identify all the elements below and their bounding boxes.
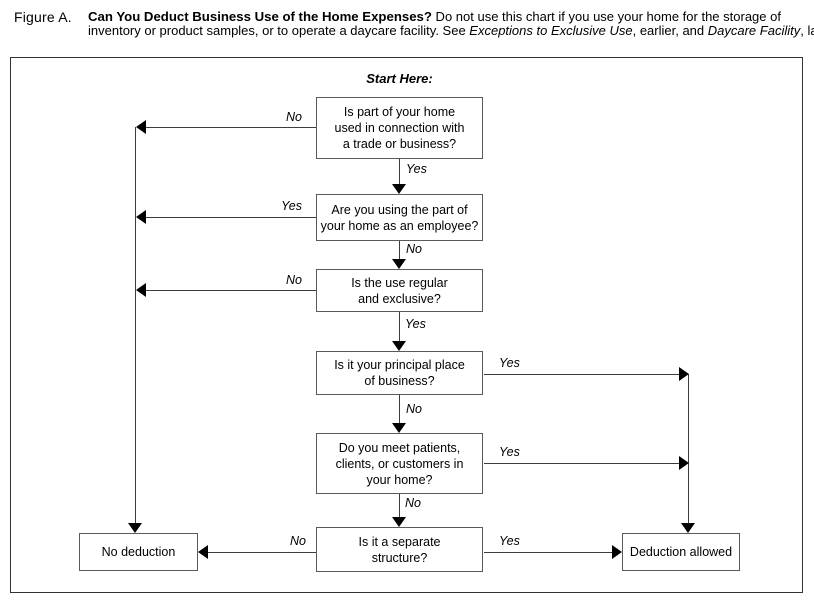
node-meet-patients-clients: Do you meet patients, clients, or custom…	[316, 433, 483, 494]
node-deduction-allowed: Deduction allowed	[622, 533, 740, 571]
node-home-used-for-business: Is part of your home used in connection …	[316, 97, 483, 159]
node-principal-place-of-business: Is it your principal place of business?	[316, 351, 483, 395]
connector-q2-q3	[399, 241, 400, 261]
node-no-deduction: No deduction	[79, 533, 198, 571]
arrowhead-q3-no-to-rail	[136, 283, 146, 297]
caption-line-2: inventory or product samples, or to oper…	[88, 22, 814, 38]
arrowhead-q2-yes-to-rail	[136, 210, 146, 224]
arrowhead-q4-yes-to-rail	[679, 367, 689, 381]
arrowhead-into-q3	[392, 259, 406, 269]
edge-label-q1-no: No	[286, 110, 302, 124]
figure-header: Figure A. Can You Deduct Business Use of…	[14, 9, 814, 37]
node-regular-and-exclusive: Is the use regular and exclusive?	[316, 269, 483, 312]
caption-text-2: inventory or product samples, or to oper…	[88, 22, 470, 38]
caption-line-1: Can You Deduct Business Use of the Home …	[88, 10, 814, 24]
caption-text-3: , earlier, and	[632, 22, 708, 38]
connector-q4-yes	[484, 374, 680, 375]
arrowhead-q6-yes	[612, 545, 622, 559]
rail-to-no-deduction	[135, 127, 136, 524]
edge-label-q2-no: No	[406, 242, 422, 256]
arrowhead-q5-yes-to-rail	[679, 456, 689, 470]
edge-label-q4-yes: Yes	[499, 356, 520, 370]
node-separate-structure: Is it a separate structure?	[316, 527, 483, 572]
caption-text-1: Do not use this chart if you use your ho…	[431, 9, 781, 24]
figure-label: Figure A.	[14, 9, 72, 25]
connector-q4-q5	[399, 395, 400, 424]
start-here-label: Start Here:	[366, 71, 433, 86]
connector-q1-no	[146, 127, 316, 128]
arrowhead-q6-no	[198, 545, 208, 559]
caption-italic-exceptions: Exceptions to Exclusive Use	[469, 22, 633, 38]
arrowhead-into-q4	[392, 341, 406, 351]
edge-label-q2-yes: Yes	[281, 199, 302, 213]
connector-q5-q6	[399, 494, 400, 518]
edge-label-q5-no: No	[405, 496, 421, 510]
connector-q3-no	[146, 290, 316, 291]
caption-italic-daycare: Daycare Facility	[707, 22, 801, 38]
edge-label-q5-yes: Yes	[499, 445, 520, 459]
node-used-as-employee: Are you using the part of your home as a…	[316, 194, 483, 241]
edge-label-q3-no: No	[286, 273, 302, 287]
rail-to-deduction-allowed	[688, 374, 689, 524]
edge-label-q4-no: No	[406, 402, 422, 416]
connector-q2-yes	[146, 217, 316, 218]
arrowhead-into-q2	[392, 184, 406, 194]
arrowhead-into-no-deduction	[128, 523, 142, 533]
arrowhead-into-q6	[392, 517, 406, 527]
edge-label-q1-yes: Yes	[406, 162, 427, 176]
caption-text-4: , later.	[800, 22, 814, 38]
arrowhead-into-deduction-allowed	[681, 523, 695, 533]
edge-label-q6-yes: Yes	[499, 534, 520, 548]
connector-q3-q4	[399, 312, 400, 342]
arrowhead-into-q5	[392, 423, 406, 433]
figure-caption: Can You Deduct Business Use of the Home …	[88, 10, 814, 37]
connector-q5-yes	[484, 463, 680, 464]
edge-label-q6-no: No	[290, 534, 306, 548]
connector-q6-no	[208, 552, 316, 553]
figure-title: Can You Deduct Business Use of the Home …	[88, 9, 432, 24]
edge-label-q3-yes: Yes	[405, 317, 426, 331]
connector-q1-q2	[399, 159, 400, 186]
connector-q6-yes	[484, 552, 613, 553]
arrowhead-q1-no-to-rail	[136, 120, 146, 134]
